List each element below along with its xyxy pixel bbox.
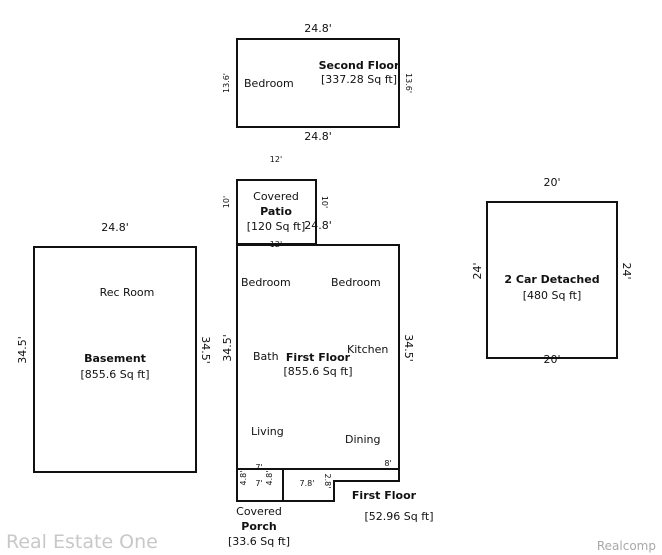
porch-outline	[236, 468, 284, 502]
room-label-bedroom-left: Bedroom	[241, 276, 291, 289]
second-floor: 24.8' 24.8' 13.6' 13.6' Bedroom Second F…	[222, 22, 413, 143]
second-floor-dim-left: 13.6'	[222, 73, 231, 93]
basement-dim-right: 34.5'	[199, 336, 212, 364]
first-floor-extension: 7.8' 2.8' 8' First Floor [52.96 Sq ft]	[283, 459, 434, 523]
garage-area: [480 Sq ft]	[523, 289, 582, 302]
basement-title: Basement	[84, 352, 146, 365]
watermark-realcomp: Realcomp	[597, 539, 656, 553]
second-floor-title: Second Floor	[319, 59, 400, 72]
first-floor-ext-dim-right: 8'	[384, 459, 391, 468]
patio-title: Patio	[260, 205, 292, 218]
basement: 24.8' 34.5' 34.5' Rec Room Basement [855…	[16, 221, 212, 473]
garage-dim-bottom: 20'	[543, 353, 560, 366]
porch-area: [33.6 Sq ft]	[228, 535, 290, 548]
first-floor-dim-left: 34.5'	[221, 334, 234, 362]
first-floor-area: [855.6 Sq ft]	[283, 365, 352, 378]
garage-dim-top: 20'	[543, 176, 560, 189]
first-floor-ext-dim-bottom: 7.8'	[300, 479, 315, 488]
porch-dim-left: 4.8'	[239, 471, 248, 486]
basement-area: [855.6 Sq ft]	[80, 368, 149, 381]
second-floor-dim-bottom: 24.8'	[304, 130, 332, 143]
porch-title: Porch	[241, 520, 276, 533]
garage-dim-right: 24'	[620, 262, 633, 279]
second-floor-outline	[236, 38, 400, 128]
room-label-bath: Bath	[253, 350, 279, 363]
first-floor-dim-right: 34.5'	[402, 334, 415, 362]
room-label-living: Living	[251, 425, 284, 438]
garage: 20' 20' 24' 24' 2 Car Detached [480 Sq f…	[471, 176, 633, 366]
covered-patio: 12' 12' 10' 10' Covered Patio [120 Sq ft…	[222, 155, 329, 249]
basement-dim-left: 34.5'	[16, 336, 29, 364]
room-label-rec-room: Rec Room	[100, 286, 155, 299]
garage-outline	[486, 201, 618, 359]
room-label-dining: Dining	[345, 433, 381, 446]
porch-dim-right: 4.8'	[265, 471, 274, 486]
first-floor-ext-dim-side: 2.8'	[323, 474, 332, 489]
garage-title: 2 Car Detached	[504, 273, 599, 286]
second-floor-dim-top: 24.8'	[304, 22, 332, 35]
first-floor-ext-outline	[283, 468, 400, 502]
watermark-real-estate-one: Real Estate One	[6, 531, 158, 553]
porch-covered-label: Covered	[236, 505, 282, 518]
first-floor-ext-area: [52.96 Sq ft]	[364, 510, 433, 523]
first-floor-ext-title: First Floor	[352, 489, 417, 502]
patio-covered-label: Covered	[253, 190, 299, 203]
basement-outline	[33, 246, 197, 473]
second-floor-dim-right: 13.6'	[404, 73, 413, 93]
patio-area: [120 Sq ft]	[247, 220, 306, 233]
covered-porch: 7' 7' 4.8' 4.8' Covered Porch [33.6 Sq f…	[228, 463, 290, 548]
garage-dim-left: 24'	[471, 262, 484, 279]
second-floor-area: [337.28 Sq ft]	[321, 73, 397, 86]
first-floor: 24.8' 34.5' 34.5' Bedroom Bedroom Bath K…	[221, 219, 415, 470]
patio-dim-top: 12'	[270, 155, 282, 164]
basement-dim-top: 24.8'	[101, 221, 129, 234]
first-floor-dim-top: 24.8'	[304, 219, 332, 232]
first-floor-title: First Floor	[286, 351, 351, 364]
room-label-bedroom-right: Bedroom	[331, 276, 381, 289]
patio-dim-left: 10'	[222, 196, 231, 208]
patio-dim-right: 10'	[320, 196, 329, 208]
room-label-kitchen: Kitchen	[347, 343, 388, 356]
room-label-bedroom-upstairs: Bedroom	[244, 77, 294, 90]
porch-dim-top: 7'	[255, 463, 262, 472]
porch-dim-bottom: 7'	[255, 479, 262, 488]
